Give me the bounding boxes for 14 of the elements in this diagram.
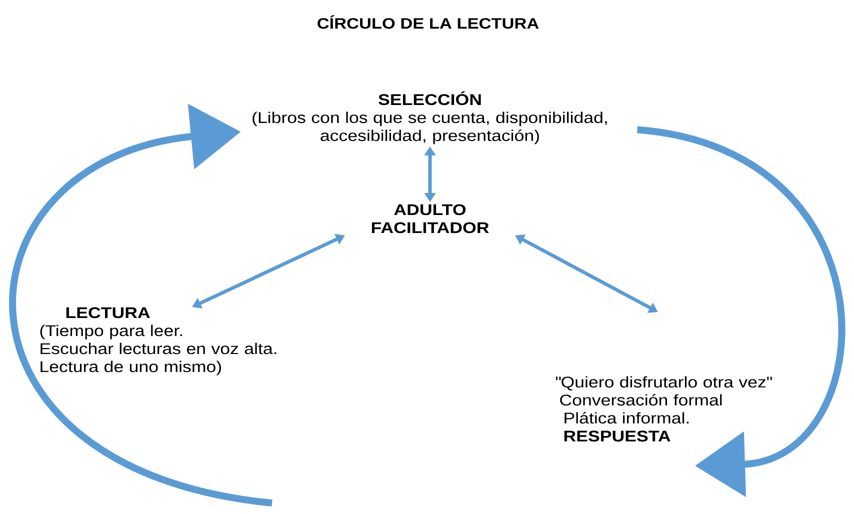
diagram-title: CÍRCULO DE LA LECTURA: [318, 15, 539, 29]
node-text: (Libros con los que se cuenta, disponibilidad, accesibilidad, presentación): [252, 112, 607, 144]
node-heading: LECTURA: [66, 307, 150, 318]
node-text: (Tiempo para leer.: [40, 324, 182, 340]
arrow: [636, 126, 845, 498]
node-text: Conversación formal: [560, 394, 722, 406]
arrow: [10, 104, 273, 506]
node-text: Escuchar lecturas en voz alta.: [40, 342, 276, 354]
node-text: Plática informal.: [564, 412, 689, 424]
node-heading: ADULTO FACILITADOR: [372, 204, 489, 234]
node-heading: RESPUESTA: [564, 430, 670, 442]
node-text: Lectura de uno mismo): [40, 360, 221, 376]
node-heading: SELECCIÓN: [378, 91, 481, 106]
node-text: "Quiero disfrutarlo otra vez": [556, 376, 772, 390]
